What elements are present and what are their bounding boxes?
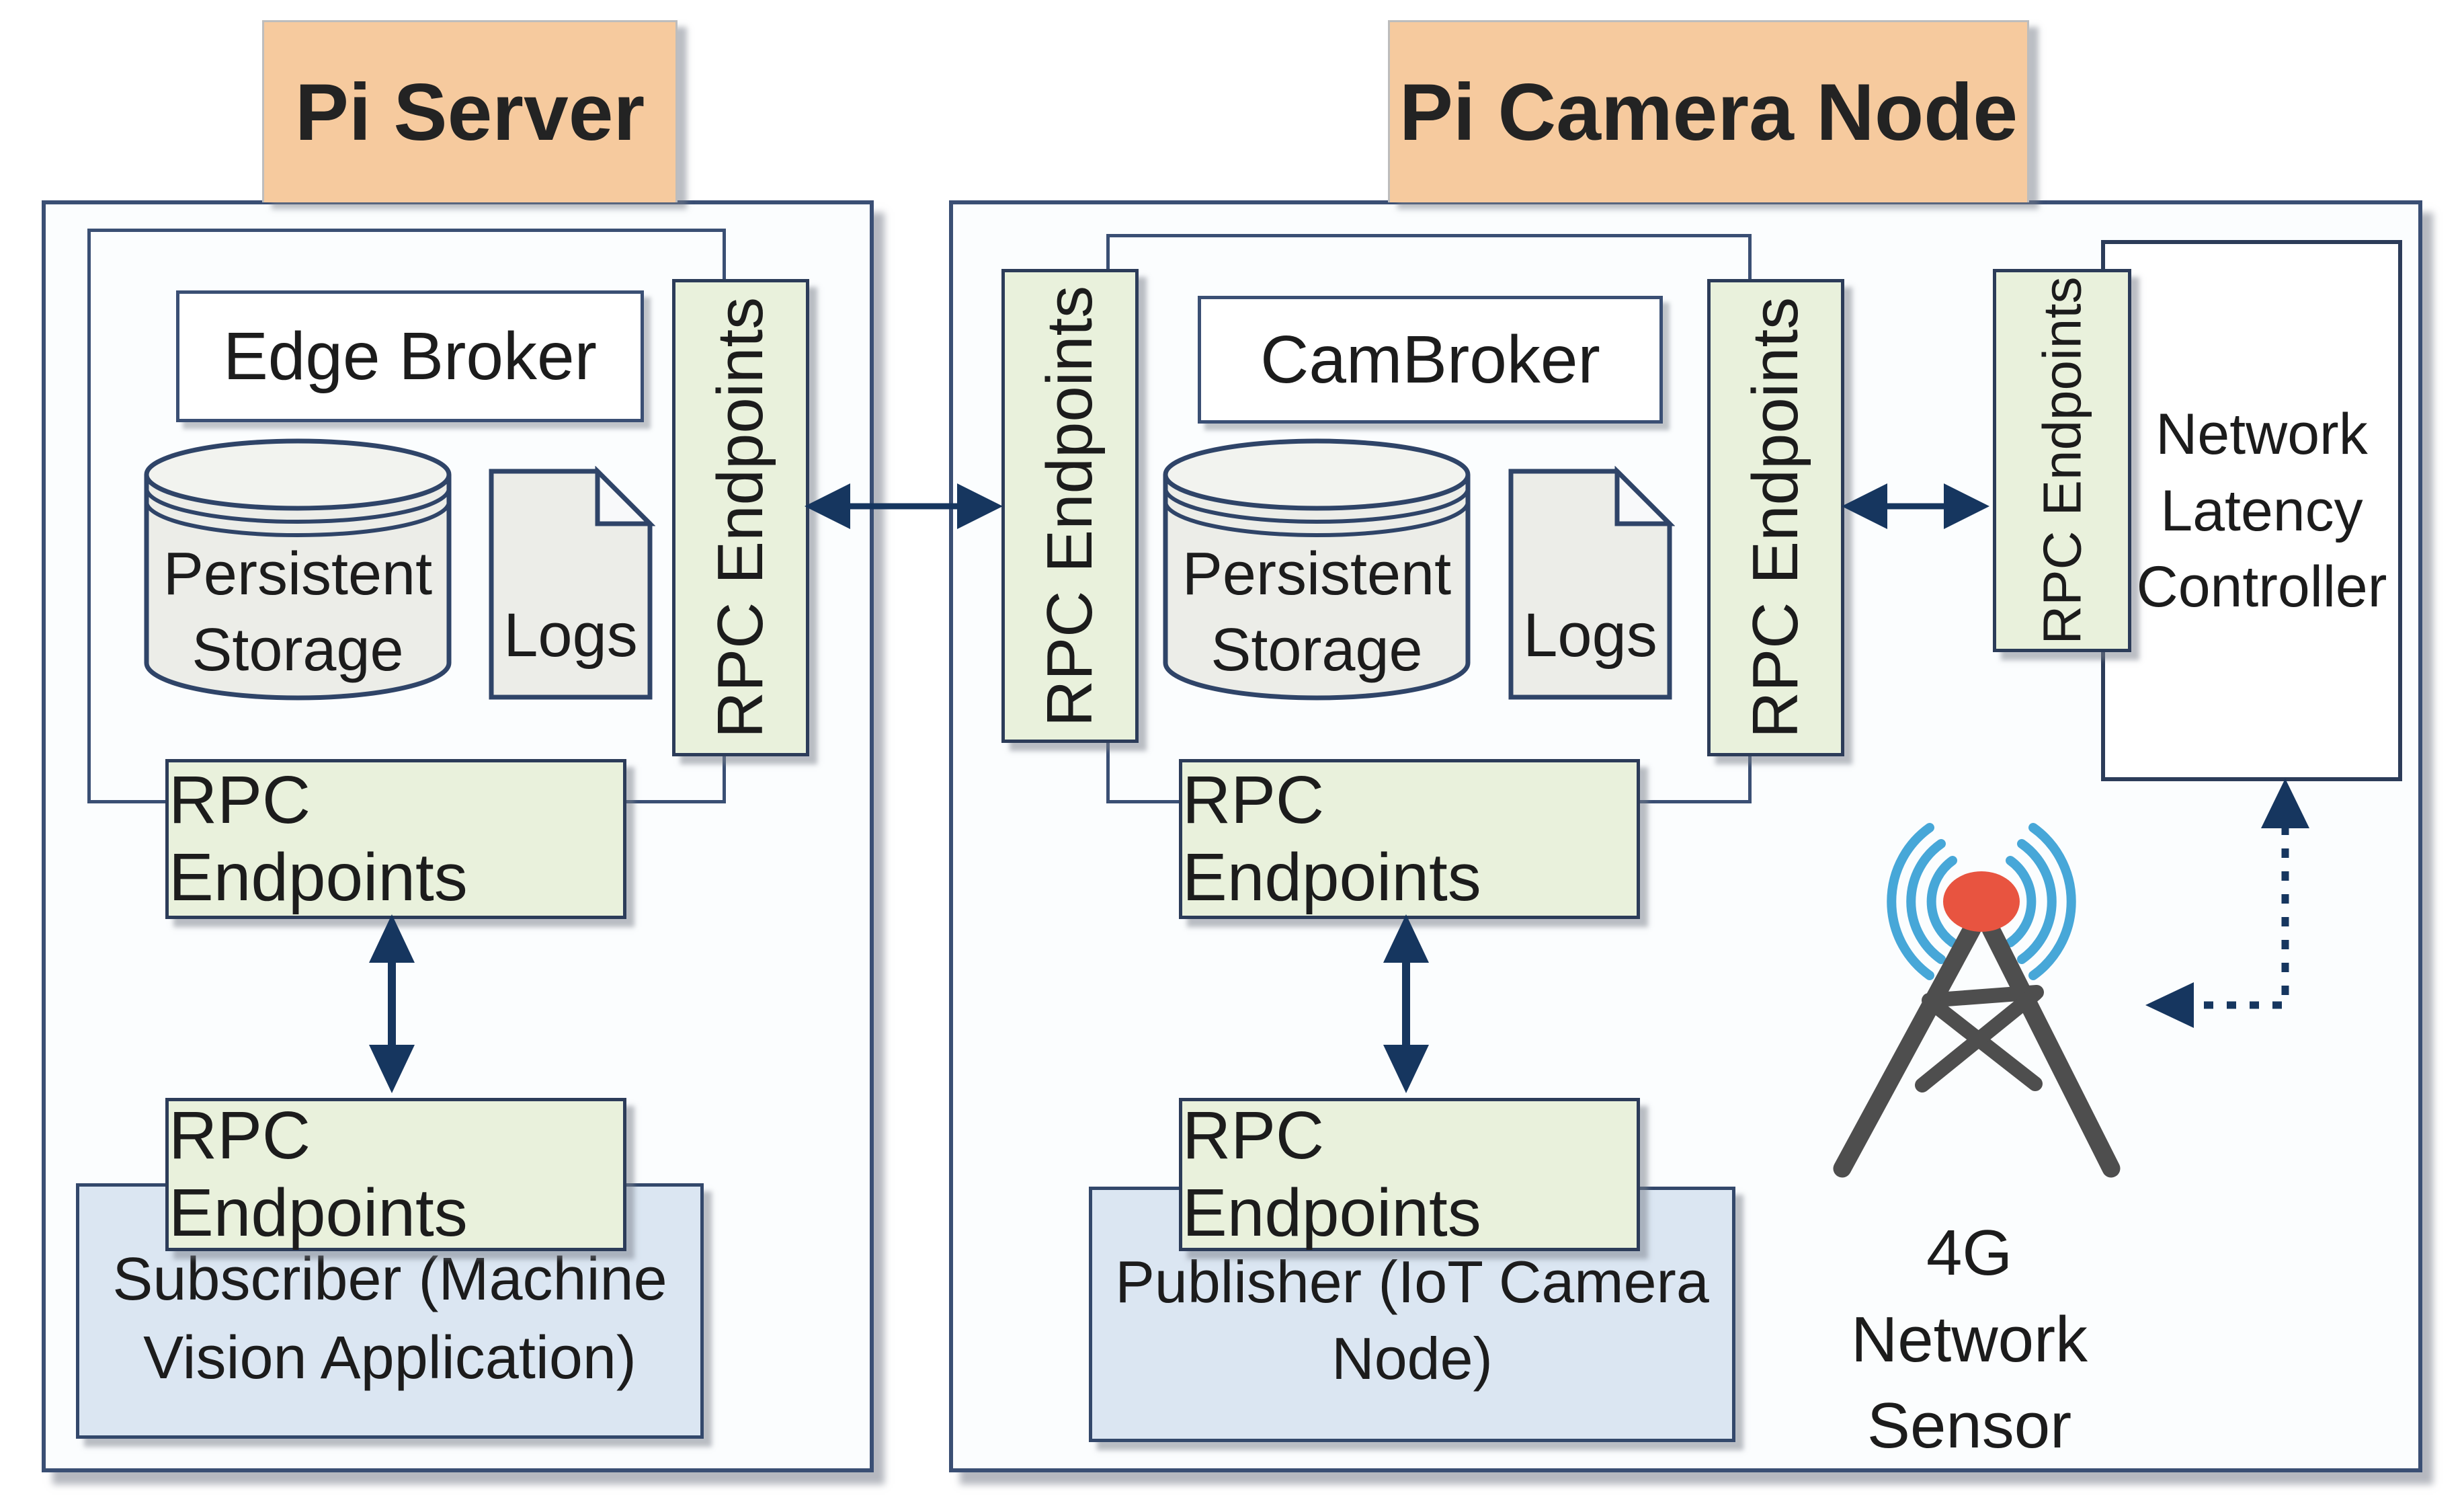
beacon-dot xyxy=(1943,871,2020,932)
logs-icon: Logs xyxy=(486,466,655,703)
pi-camera-rpc-endpoints-left: RPC Endpoints xyxy=(1001,269,1139,743)
subscriber-label: Subscriber (Machine Vision Application) xyxy=(112,1246,667,1392)
pi-camera-node-title: Pi Camera Node xyxy=(1399,67,2018,157)
database-cylinder-icon xyxy=(144,438,452,701)
cam-broker-box: CamBroker xyxy=(1198,296,1663,424)
persistent-storage-icon: Persistent Storage xyxy=(141,436,454,706)
pi-server-rpc-side-label: RPC Endpoints xyxy=(704,296,776,739)
pi-server-title: Pi Server xyxy=(294,67,645,157)
pi-camera-rpc-top-label: RPC Endpoints xyxy=(1182,762,1481,915)
document-page-icon xyxy=(1508,466,1675,700)
pi-server-tab: Pi Server xyxy=(262,20,677,202)
persistent-storage-label: Persistent Storage xyxy=(1182,541,1452,684)
persistent-storage-label: Persistent Storage xyxy=(163,541,433,684)
pi-camera-rpc-endpoints-bottom: RPC Endpoints xyxy=(1179,1098,1640,1251)
cam-broker-label: CamBroker xyxy=(1260,321,1600,397)
logs-label: Logs xyxy=(1523,601,1657,670)
document-page-icon xyxy=(489,466,655,700)
network-latency-controller-label: Network Latency Controller xyxy=(2136,402,2387,620)
nlc-rpc-endpoints: RPC Endpoints xyxy=(1993,269,2131,652)
pi-camera-rpc-bottom-label: RPC Endpoints xyxy=(1182,1098,1481,1250)
logs-icon: Logs xyxy=(1506,466,1675,703)
sensor-label: 4G Network Sensor xyxy=(1850,1217,2088,1462)
persistent-storage-icon: Persistent Storage xyxy=(1160,436,1473,706)
publisher-label: Publisher (IoT Camera Node) xyxy=(1115,1248,1709,1392)
pi-camera-rpc-right-label: RPC Endpoints xyxy=(1739,296,1811,739)
logs-label: Logs xyxy=(503,601,638,670)
pi-server-rpc-bottom-label: RPC Endpoints xyxy=(169,1098,468,1250)
pi-server-rpc-top-label: RPC Endpoints xyxy=(169,762,468,915)
edge-broker-box: Edge Broker xyxy=(176,290,644,422)
pi-server-rpc-endpoints-bottom: RPC Endpoints xyxy=(165,1098,626,1251)
nlc-rpc-label: RPC Endpoints xyxy=(2032,276,2092,645)
radio-tower-icon xyxy=(1828,773,2124,1210)
pi-server-rpc-endpoints-side: RPC Endpoints xyxy=(672,279,809,756)
pi-camera-rpc-endpoints-top: RPC Endpoints xyxy=(1179,759,1640,919)
network-latency-controller-box xyxy=(2101,240,2402,781)
pi-camera-node-tab: Pi Camera Node xyxy=(1388,20,2029,202)
database-cylinder-icon xyxy=(1163,438,1471,701)
edge-broker-label: Edge Broker xyxy=(223,318,597,394)
radio-tower-svg xyxy=(1833,823,2121,1178)
pi-camera-rpc-left-label: RPC Endpoints xyxy=(1034,285,1106,727)
pi-camera-rpc-endpoints-right: RPC Endpoints xyxy=(1707,279,1844,756)
pi-server-rpc-endpoints-top: RPC Endpoints xyxy=(165,759,626,919)
signal-waves-icon xyxy=(1887,823,2076,980)
